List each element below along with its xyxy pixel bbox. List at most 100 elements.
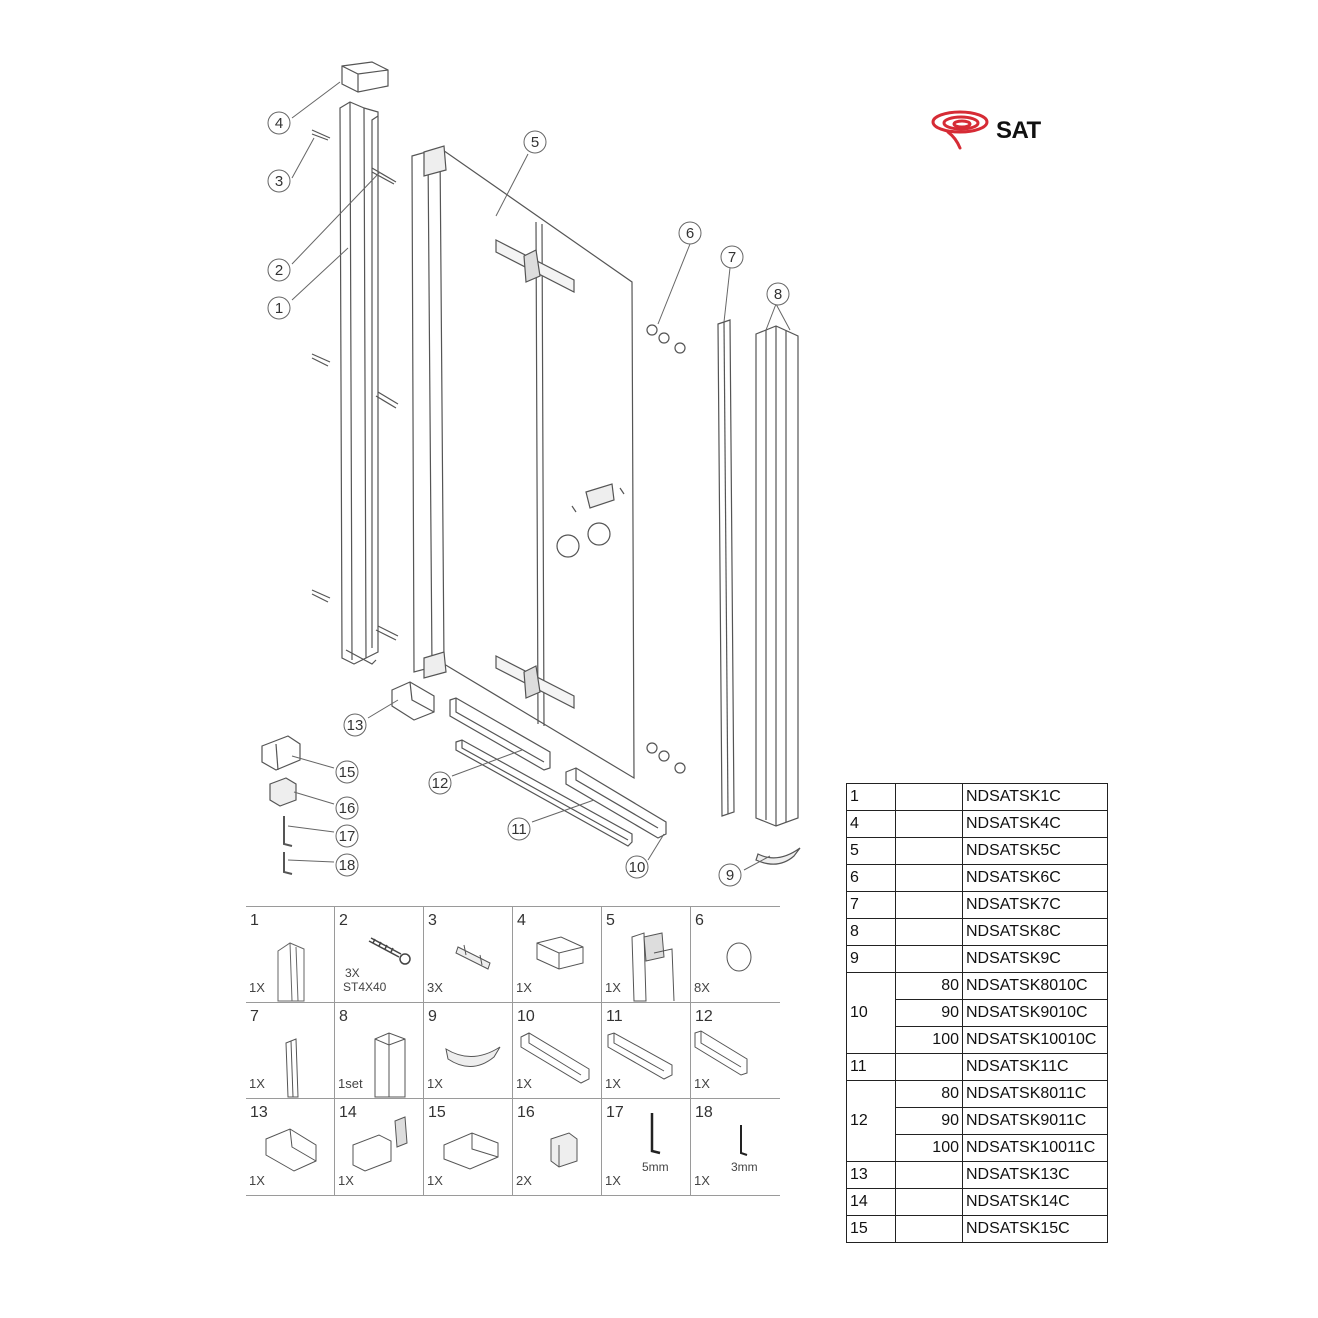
size-cell <box>895 918 963 946</box>
end-cap-part <box>341 61 389 93</box>
callout-16: 16 <box>335 796 359 820</box>
part-quantity: 3X <box>427 980 443 995</box>
size-cell <box>895 891 963 919</box>
part-number-cell: 4 <box>846 810 896 838</box>
part-cell-3: 3 3X <box>424 907 513 1003</box>
washers-part <box>646 324 686 774</box>
part-number: 17 <box>606 1104 624 1121</box>
corner-profile-part <box>755 325 799 827</box>
svg-text:4: 4 <box>275 115 283 132</box>
part-number: 16 <box>517 1104 535 1121</box>
svg-text:11: 11 <box>511 821 527 838</box>
bottom-seal-icon <box>607 1032 673 1080</box>
callout-4: 4 <box>267 111 291 135</box>
callouts: 4 3 2 1 5 6 7 8 9 10 11 12 13 15 16 17 1… <box>267 111 790 887</box>
part-number-cell: 6 <box>846 864 896 892</box>
part-number-cell: 12 <box>846 1080 896 1162</box>
table-row: 14 NDSATSK14C <box>846 1188 1108 1216</box>
wall-profile-part <box>339 101 379 665</box>
svg-text:8: 8 <box>774 286 782 303</box>
swirl-logo-icon <box>931 110 989 150</box>
table-row: 7 NDSATSK7C <box>846 891 1108 919</box>
part-number: 14 <box>339 1104 357 1121</box>
part-code-cell: NDSATSK10010C <box>962 1026 1108 1054</box>
svg-text:12: 12 <box>432 775 449 792</box>
washer-icon <box>726 942 752 972</box>
parts-grid: 1 1X 2 3X ST4X40 3 3X 4 1X 5 1X 6 8X 7 1… <box>246 906 780 1196</box>
allen-key-5mm-icon <box>650 1113 661 1155</box>
clip-icon <box>445 1046 501 1067</box>
part-cell-9: 9 1X <box>424 1003 513 1099</box>
callout-13: 13 <box>343 713 367 737</box>
callout-11: 11 <box>507 817 531 841</box>
part-number: 2 <box>339 912 348 929</box>
part-quantity: 1X <box>605 1173 621 1188</box>
part-quantity: 1X <box>694 1076 710 1091</box>
part-number-cell: 7 <box>846 891 896 919</box>
callout-9: 9 <box>718 863 742 887</box>
screw-icon <box>368 937 411 965</box>
part-number: 15 <box>428 1104 446 1121</box>
bottom-seal-part-11 <box>455 739 633 847</box>
size-cell <box>895 1053 963 1081</box>
door-panel-part <box>411 145 635 780</box>
bottom-profile-part <box>565 767 667 839</box>
allen-key-3mm-icon <box>740 1125 748 1156</box>
part-cell-4: 4 1X <box>513 907 602 1003</box>
door-hinge-icon <box>631 932 675 1002</box>
part-quantity: 1X <box>605 980 621 995</box>
wall-profile-icon <box>277 942 305 1002</box>
callout-6: 6 <box>678 221 702 245</box>
part-number: 11 <box>606 1008 623 1025</box>
part-number: 9 <box>428 1008 437 1025</box>
part-number: 1 <box>250 912 259 929</box>
size-cell <box>895 945 963 973</box>
part-quantity: 1X <box>249 1173 265 1188</box>
svg-text:3: 3 <box>275 173 283 190</box>
corner-profile-icon <box>374 1032 406 1098</box>
callout-17: 17 <box>335 824 359 848</box>
size-cell: 100 <box>895 1026 963 1054</box>
callout-3: 3 <box>267 169 291 193</box>
part-number-cell: 11 <box>846 1053 896 1081</box>
part-code-cell: NDSATSK8C <box>962 918 1108 946</box>
size-cell <box>895 864 963 892</box>
part-code-cell: NDSATSK14C <box>962 1188 1108 1216</box>
size-cell <box>895 1188 963 1216</box>
part-quantity: 1set <box>338 1076 363 1091</box>
part-number-cell: 8 <box>846 918 896 946</box>
svg-text:6: 6 <box>686 225 694 242</box>
svg-text:2: 2 <box>275 262 283 279</box>
part-cell-6: 6 8X <box>691 907 780 1003</box>
table-row: 8 NDSATSK8C <box>846 918 1108 946</box>
size-cell: 100 <box>895 1134 963 1162</box>
part-quantity: 1X <box>249 980 265 995</box>
callout-5: 5 <box>523 130 547 154</box>
size-cell <box>895 783 963 811</box>
drip-seal-icon <box>694 1030 748 1076</box>
pad-icon <box>550 1132 578 1168</box>
part-note-3x: 3X <box>345 966 360 980</box>
part-cell-10: 10 1X <box>513 1003 602 1099</box>
part-number: 3 <box>428 912 437 929</box>
part-cell-11: 11 1X <box>602 1003 691 1099</box>
wall-plug-icon <box>455 944 491 970</box>
bottom-guide-icon <box>265 1128 317 1172</box>
svg-text:16: 16 <box>339 800 356 817</box>
part-cell-17: 17 5mm 1X <box>602 1099 691 1195</box>
size-cell: 90 <box>895 1107 963 1135</box>
part-cell-1: 1 1X <box>246 907 335 1003</box>
part-cell-12: 12 1X <box>691 1003 780 1099</box>
part-number: 8 <box>339 1008 348 1025</box>
part-quantity: 8X <box>694 980 710 995</box>
callout-1: 1 <box>267 296 291 320</box>
callout-18: 18 <box>335 853 359 877</box>
part-number-cell: 14 <box>846 1188 896 1216</box>
part-code-cell: NDSATSK15C <box>962 1215 1108 1243</box>
part-code-cell: NDSATSK7C <box>962 891 1108 919</box>
